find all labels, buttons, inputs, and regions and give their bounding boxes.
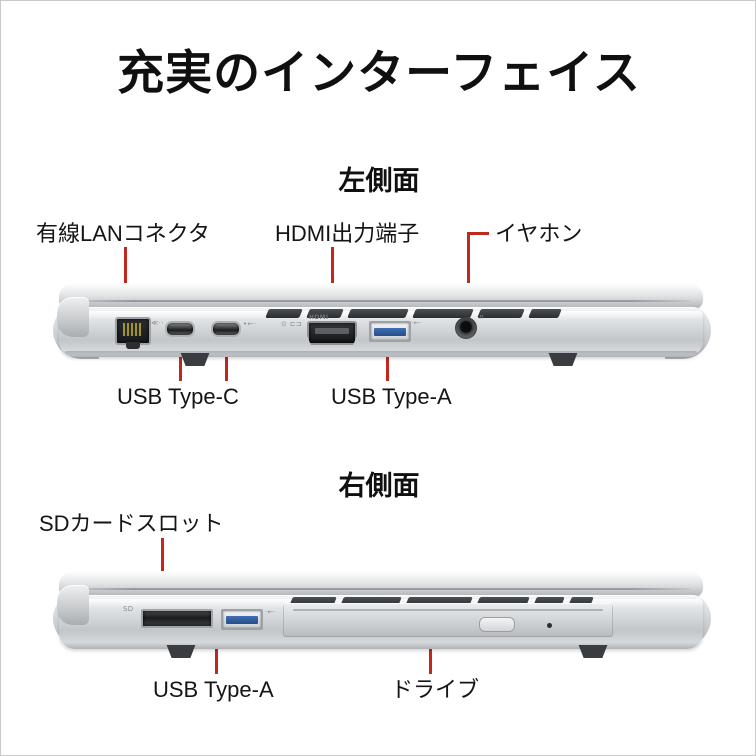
optical-drive — [283, 603, 613, 637]
usb-a-icon-right: ⋅←⋅ — [265, 608, 277, 616]
leader-line-earphone-horizontal — [467, 232, 489, 235]
usb-c-port-1 — [165, 321, 195, 337]
headphone-icon: ∩ — [479, 313, 485, 321]
usb-a-port — [369, 321, 411, 342]
label-usb-type-a: USB Type-A — [331, 384, 452, 409]
rubber-foot-left-2 — [166, 645, 196, 658]
usb-c-port-2 — [211, 321, 241, 337]
body-shadow-line — [65, 351, 697, 355]
laptop-lid — [59, 283, 703, 309]
label-hdmi-output: HDMI出力端子 — [275, 221, 420, 246]
label-usb-type-a-right: USB Type-A — [153, 677, 274, 702]
lan-port-tab — [126, 342, 140, 349]
leader-line-drive — [429, 625, 432, 674]
hdmi-port-icon: HDMI — [309, 314, 329, 321]
optical-drive-eject-button[interactable] — [479, 617, 515, 632]
optical-drive-pinhole — [547, 623, 552, 628]
usb-c-icon: •←⋅ — [243, 320, 257, 328]
laptop-lid-2 — [59, 571, 703, 597]
label-sd-card-slot: SDカードスロット — [39, 511, 224, 536]
label-lan-connector: 有線LANコネクタ — [36, 221, 210, 246]
lid-seam — [71, 300, 691, 302]
rubber-foot-right-2 — [578, 645, 608, 658]
power-icon: ⊙ ⊏⊐ — [281, 320, 303, 328]
label-earphone: イヤホン — [495, 221, 583, 246]
rubber-foot-right — [548, 353, 578, 366]
hinge-left — [57, 297, 89, 337]
lid-seam-2 — [71, 588, 691, 590]
laptop-right-side-view: SD ⋅←⋅ — [53, 571, 711, 661]
hinge-left-2 — [57, 585, 89, 625]
laptop-left-side-view: ≪⋅⋅ •←⋅ ⊙ ⊏⊐ HDMI ⋅←⋅ ∩ — [53, 283, 711, 367]
lan-port — [115, 317, 151, 349]
rubber-foot-left — [180, 353, 210, 366]
hdmi-port — [307, 321, 357, 345]
label-drive: ドライブ — [391, 677, 480, 702]
label-usb-type-c: USB Type-C — [117, 384, 239, 409]
optical-drive-slot — [292, 609, 604, 611]
leader-line-earphone-vertical — [467, 232, 470, 316]
usb-a-port-right — [221, 609, 263, 630]
sd-card-icon: SD — [123, 605, 134, 613]
page-title: 充実のインターフェイス — [117, 46, 641, 99]
section-title-left-side: 左側面 — [338, 166, 420, 196]
lan-port-icon: ≪⋅⋅ — [151, 319, 164, 327]
sd-card-slot — [141, 609, 213, 628]
section-title-right-side: 右側面 — [338, 471, 420, 501]
headphone-jack — [455, 317, 477, 339]
usb-a-icon: ⋅←⋅ — [411, 319, 423, 327]
